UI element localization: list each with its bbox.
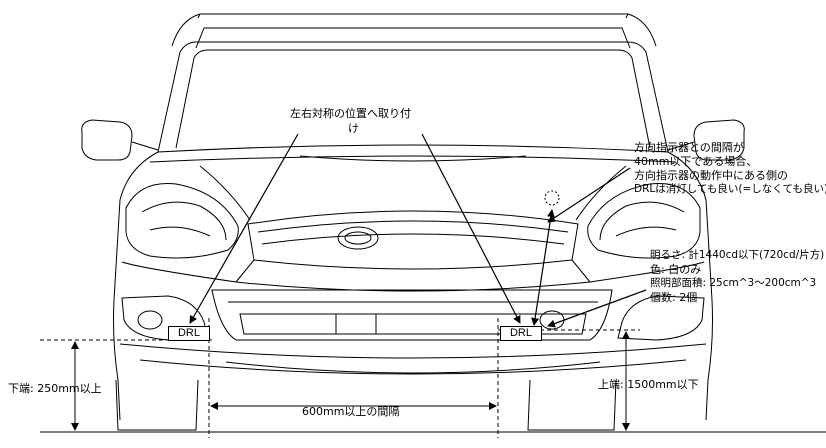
left-mirror (81, 119, 159, 161)
spec-note-brightness: 明るさ: 計1440cd以下(720cd/片方) (650, 249, 825, 261)
left-tyre (115, 379, 199, 431)
body-outline (113, 144, 713, 421)
spec-note-color: 色: 白のみ (650, 263, 702, 276)
right-headlight (544, 183, 701, 259)
drl-right-label: DRL (500, 326, 542, 341)
reference-lines (40, 318, 640, 438)
spec-note-count: 個数: 2個 (650, 291, 698, 304)
windshield (157, 13, 669, 153)
spacing-label: 600mm以上の間隔 (302, 405, 400, 418)
upper-edge-label: 上端: 1500mm以下 (598, 378, 699, 391)
right-mirror (667, 119, 745, 161)
turn-signal-note-line1: 方向指示器との間隔が (634, 141, 744, 154)
symmetry-note-line2: け (348, 122, 359, 135)
right-tyre (527, 379, 617, 431)
front-bumper (119, 261, 707, 375)
grille (235, 210, 591, 283)
lower-edge-label: 下端: 250mm以上 (8, 382, 102, 395)
drl-left-label: DRL (168, 326, 210, 341)
turn-signal-note-line4: DRLは消灯しても良い(=しなくても良い) (634, 183, 826, 195)
leader-lines (189, 133, 647, 328)
turn-signal-note-line2: 40mm以下である場合、 (634, 155, 758, 168)
dimension-arrows (71, 331, 630, 431)
hood (199, 155, 627, 221)
turn-signal-note-line3: 方向指示器の動作中にある側の (634, 169, 788, 182)
symmetry-note-line1: 左右対称の位置へ取り付 (290, 107, 411, 120)
spec-note-area: 照明部面積: 25cm^3～200cm^3 (650, 277, 817, 289)
left-headlight (125, 183, 239, 259)
